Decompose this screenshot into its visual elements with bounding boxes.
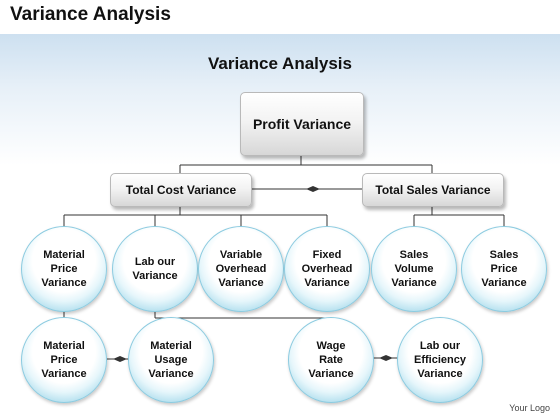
logo-placeholder: Your Logo [509, 403, 550, 413]
variable-overhead-variance-node: Variable Overhead Variance [198, 226, 284, 312]
diagram-title: Variance Analysis [208, 54, 352, 73]
material-price-variance-node: Material Price Variance [21, 226, 107, 312]
total-cost-variance-box: Total Cost Variance [110, 173, 252, 207]
material-price-variance-sub-node: Material Price Variance [21, 317, 107, 403]
total-sales-variance-box: Total Sales Variance [362, 173, 504, 207]
wage-rate-variance-node: Wage Rate Variance [288, 317, 374, 403]
labour-efficiency-variance-node: Lab our Efficiency Variance [397, 317, 483, 403]
slide-title: Variance Analysis [10, 4, 171, 25]
sales-volume-variance-node: Sales Volume Variance [371, 226, 457, 312]
fixed-overhead-variance-node: Fixed Overhead Variance [284, 226, 370, 312]
sales-price-variance-node: Sales Price Variance [461, 226, 547, 312]
profit-variance-box: Profit Variance [240, 92, 364, 156]
material-usage-variance-node: Material Usage Variance [128, 317, 214, 403]
labour-variance-node: Lab our Variance [112, 226, 198, 312]
